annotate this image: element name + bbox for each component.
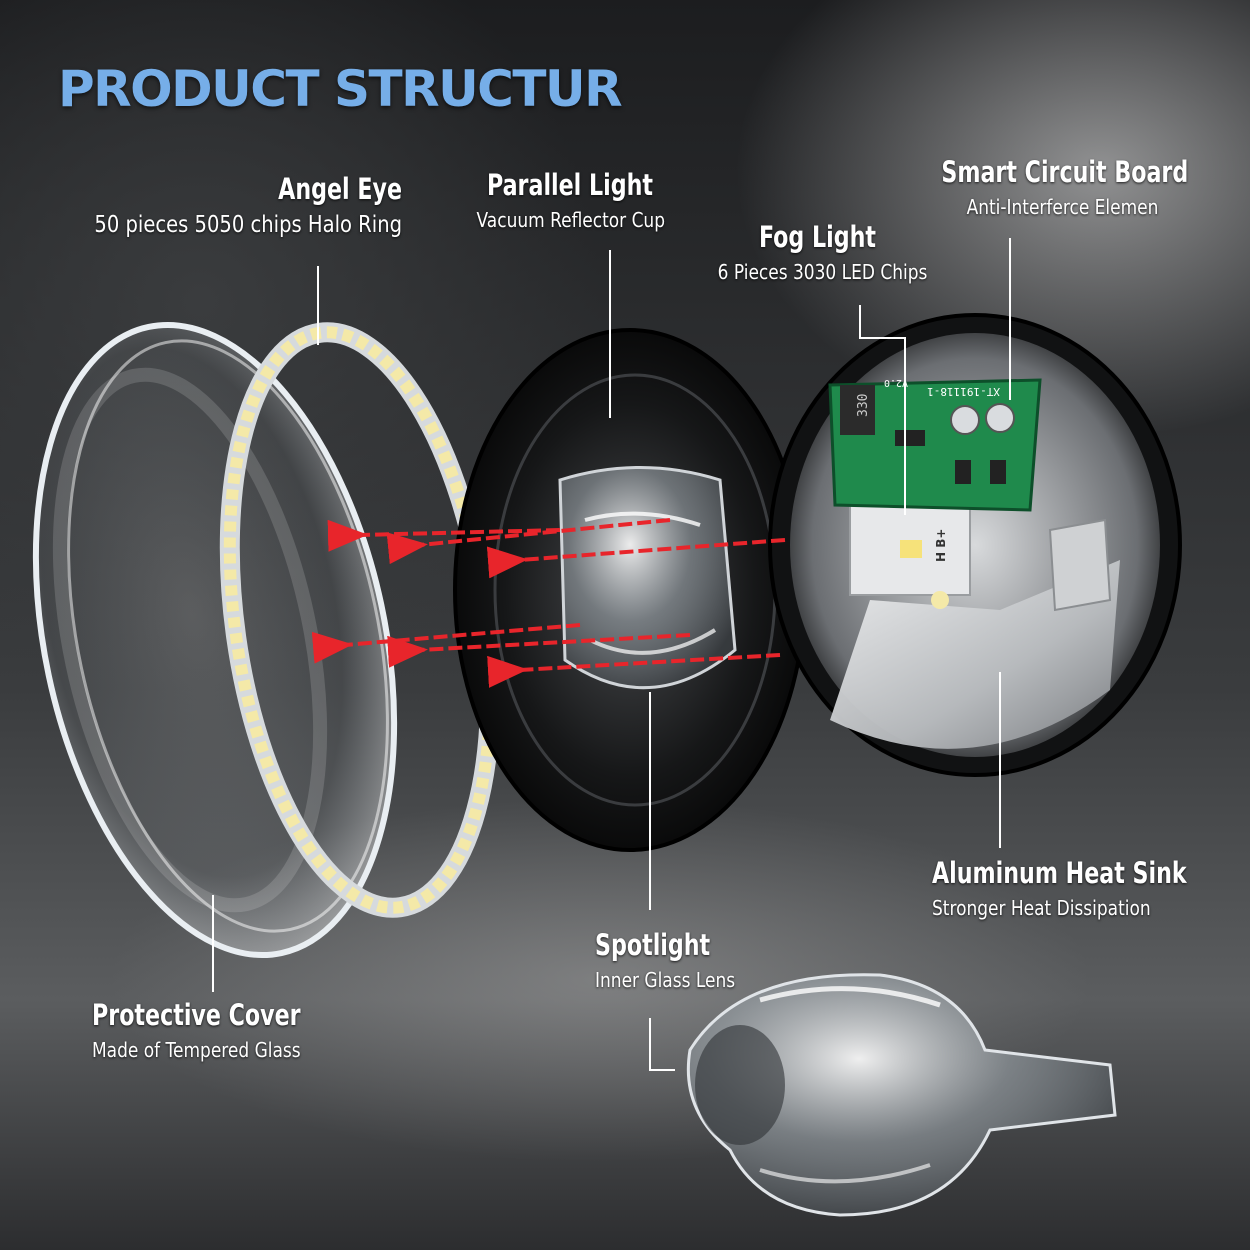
- label-aluminum-heat-sink: Aluminum Heat Sink Stronger Heat Dissipa…: [932, 856, 1222, 920]
- svg-text:XT-191118-1: XT-191118-1: [927, 385, 1000, 398]
- page-title: PRODUCT STRUCTUR: [58, 60, 623, 118]
- spotlight-inner-lens: [686, 973, 1117, 1217]
- label-protective-cover: Protective Cover Made of Tempered Glass: [92, 998, 352, 1062]
- pad-label-h-plus: H B+: [934, 529, 948, 562]
- fog-led-chip: [900, 540, 922, 558]
- label-angel-eye: Angel Eye 50 pieces 5050 chips Halo Ring: [40, 172, 402, 238]
- label-heading: Parallel Light: [486, 168, 653, 202]
- smart-circuit-board: 330 XT-191118-1 V2.0: [828, 377, 1042, 512]
- label-heading: Smart Circuit Board: [941, 155, 1189, 189]
- label-heading: Protective Cover: [92, 998, 301, 1032]
- label-sub: Made of Tempered Glass: [92, 1038, 301, 1062]
- label-sub: Anti-Interferce Elemen: [966, 195, 1159, 219]
- light-path-arrows: [311, 518, 786, 688]
- svg-text:330: 330: [856, 394, 871, 417]
- label-heading: Fog Light: [759, 220, 876, 254]
- rear-housing: 330 XT-191118-1 V2.0 H B+: [768, 313, 1182, 777]
- label-smart-circuit-board: Smart Circuit Board Anti-Interferce Elem…: [920, 155, 1205, 219]
- label-sub: 6 Pieces 3030 LED Chips: [717, 260, 928, 284]
- label-spotlight: Spotlight Inner Glass Lens: [595, 928, 795, 992]
- label-heading: Aluminum Heat Sink: [932, 856, 1187, 890]
- label-sub: 50 pieces 5050 chips Halo Ring: [94, 212, 402, 238]
- label-parallel-light: Parallel Light Vacuum Reflector Cup: [460, 168, 680, 232]
- aluminum-heat-sink: [830, 560, 1120, 749]
- label-sub: Inner Glass Lens: [595, 968, 736, 992]
- label-heading: Spotlight: [595, 928, 711, 962]
- reflector-cup: [453, 328, 807, 852]
- callout-leader-lines: [212, 238, 1011, 1071]
- label-sub: Vacuum Reflector Cup: [476, 208, 666, 232]
- label-heading: Angel Eye: [278, 172, 402, 206]
- label-sub: Stronger Heat Dissipation: [932, 896, 1151, 920]
- svg-text:V2.0: V2.0: [884, 377, 908, 388]
- label-fog-light: Fog Light 6 Pieces 3030 LED Chips: [700, 220, 935, 284]
- protective-cover-glass: [32, 322, 398, 958]
